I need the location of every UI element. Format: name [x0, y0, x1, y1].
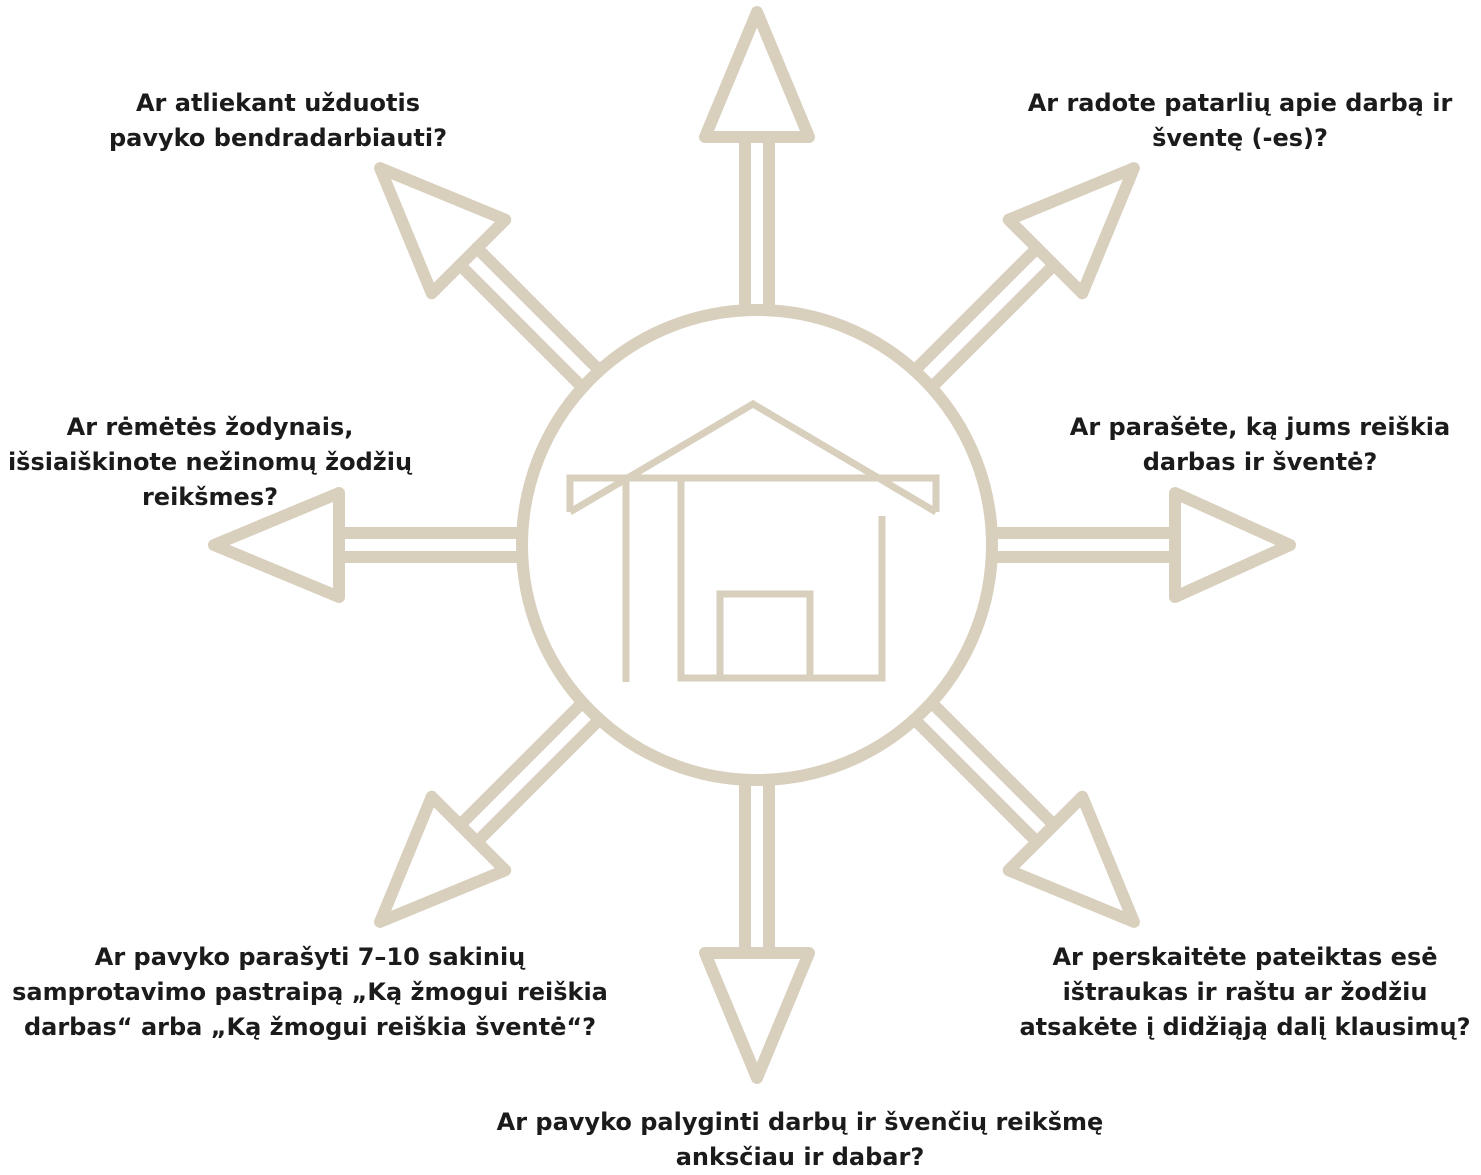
question-bottom-left: Ar pavyko parašyti 7–10 sakinių samprota…	[0, 940, 620, 1045]
house-icon	[566, 399, 940, 682]
question-top-left: Ar atliekant užduotis pavyko bendradarbi…	[78, 86, 478, 156]
arrow-down-left	[374, 698, 604, 928]
question-top-right: Ar radote patarlių apie darbą ir šventę …	[1020, 86, 1460, 156]
question-line: Ar pavyko parašyti 7–10 sakinių	[94, 943, 526, 971]
question-line: Ar pavyko palyginti darbų ir švenčių rei…	[496, 1108, 1104, 1136]
question-line: atsakėte į didžiąją dalį klausimų?	[1019, 1013, 1471, 1041]
arrow-left	[208, 487, 525, 603]
question-line: Ar perskaitėte pateiktas esė	[1052, 943, 1438, 971]
question-line: pavyko bendradarbiauti?	[108, 124, 448, 152]
question-line: anksčiau ir dabar?	[675, 1143, 925, 1171]
question-line: ištraukas ir raštu ar žodžiu	[1062, 978, 1428, 1006]
arrow-up-right	[910, 162, 1140, 392]
arrow-down-right	[910, 698, 1140, 928]
question-right: Ar parašėte, ką jums reiškia darbas ir š…	[1060, 410, 1460, 480]
center-circle	[516, 304, 998, 786]
question-line: reikšmes?	[141, 483, 279, 511]
question-line: darbas“ arba „Ką žmogui reiškia šventė“?	[23, 1013, 597, 1041]
question-bottom: Ar pavyko palyginti darbų ir švenčių rei…	[440, 1105, 1160, 1175]
question-left: Ar rėmėtės žodynais, išsiaiškinote nežin…	[0, 410, 420, 515]
question-line: šventę (-es)?	[1152, 124, 1328, 152]
arrow-up-left	[374, 162, 604, 392]
question-line: samprotavimo pastraipą „Ką žmogui reiški…	[12, 978, 608, 1006]
arrow-up	[699, 6, 815, 313]
question-line: darbas ir šventė?	[1142, 448, 1378, 476]
question-line: išsiaiškinote nežinomų žodžių	[7, 448, 413, 476]
question-line: Ar atliekant užduotis	[135, 89, 421, 117]
arrow-down	[699, 777, 815, 1084]
question-line: Ar parašėte, ką jums reiškia	[1069, 413, 1451, 441]
arrow-right	[989, 487, 1296, 603]
question-line: Ar rėmėtės žodynais,	[66, 413, 354, 441]
question-bottom-right: Ar perskaitėte pateiktas esė ištraukas i…	[1015, 940, 1475, 1045]
question-line: Ar radote patarlių apie darbą ir	[1027, 89, 1453, 117]
